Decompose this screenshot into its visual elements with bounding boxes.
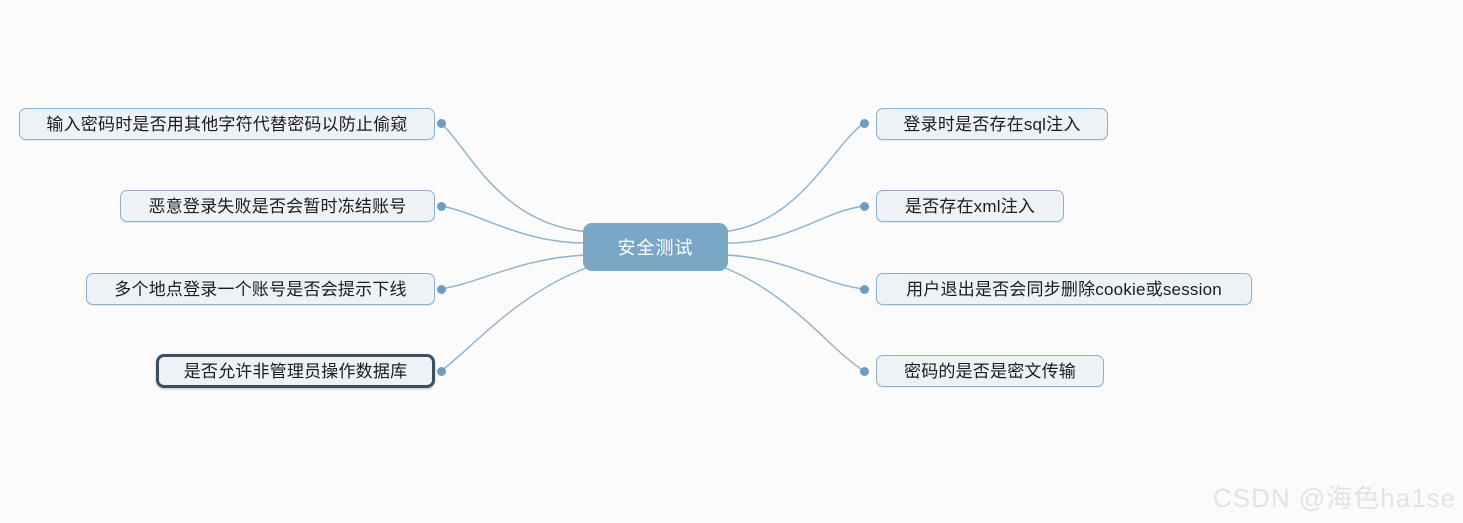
branch-edge-1 xyxy=(440,205,587,244)
branch-edge-7 xyxy=(719,265,865,372)
branch-node-left-0[interactable]: 输入密码时是否用其他字符代替密码以防止偷窥 xyxy=(19,108,435,140)
branch-connector-dot-3[interactable] xyxy=(436,366,446,376)
branch-edge-6 xyxy=(724,254,865,290)
branch-connector-dot-6[interactable] xyxy=(859,284,869,294)
branch-node-label: 多个地点登录一个账号是否会提示下线 xyxy=(114,279,407,299)
branch-node-label: 输入密码时是否用其他字符代替密码以防止偷窥 xyxy=(46,114,408,134)
branch-node-label: 是否存在xml注入 xyxy=(904,196,1036,216)
branch-node-right-7[interactable]: 密码的是否是密文传输 xyxy=(876,355,1104,387)
branch-node-label: 密码的是否是密文传输 xyxy=(904,361,1076,381)
central-node[interactable]: 安全测试 xyxy=(583,223,728,271)
branch-connector-dot-7[interactable] xyxy=(859,366,869,376)
branch-edge-0 xyxy=(440,122,590,233)
branch-node-left-3[interactable]: 是否允许非管理员操作数据库 xyxy=(156,354,435,388)
branch-node-left-1[interactable]: 恶意登录失败是否会暂时冻结账号 xyxy=(120,190,435,222)
watermark: CSDN @海色ha1se xyxy=(1213,483,1457,513)
branch-node-label: 登录时是否存在sql注入 xyxy=(903,114,1081,134)
branch-node-label: 是否允许非管理员操作数据库 xyxy=(183,361,408,381)
central-node-label: 安全测试 xyxy=(617,238,694,258)
branch-node-left-2[interactable]: 多个地点登录一个账号是否会提示下线 xyxy=(86,273,435,305)
branch-node-label: 恶意登录失败是否会暂时冻结账号 xyxy=(148,196,407,216)
branch-edge-4 xyxy=(721,122,865,233)
branch-edge-5 xyxy=(724,205,865,244)
branch-node-label: 用户退出是否会同步删除cookie或session xyxy=(906,279,1222,299)
branch-node-right-5[interactable]: 是否存在xml注入 xyxy=(876,190,1064,222)
branch-connector-dot-5[interactable] xyxy=(859,201,869,211)
branch-edge-3 xyxy=(440,265,593,372)
branch-connector-dot-0[interactable] xyxy=(436,118,446,128)
branch-edge-2 xyxy=(440,254,587,290)
branch-node-right-6[interactable]: 用户退出是否会同步删除cookie或session xyxy=(876,273,1252,305)
branch-connector-dot-2[interactable] xyxy=(436,284,446,294)
branch-connector-dot-1[interactable] xyxy=(436,201,446,211)
branch-node-right-4[interactable]: 登录时是否存在sql注入 xyxy=(876,108,1108,140)
branch-connector-dot-4[interactable] xyxy=(859,118,869,128)
